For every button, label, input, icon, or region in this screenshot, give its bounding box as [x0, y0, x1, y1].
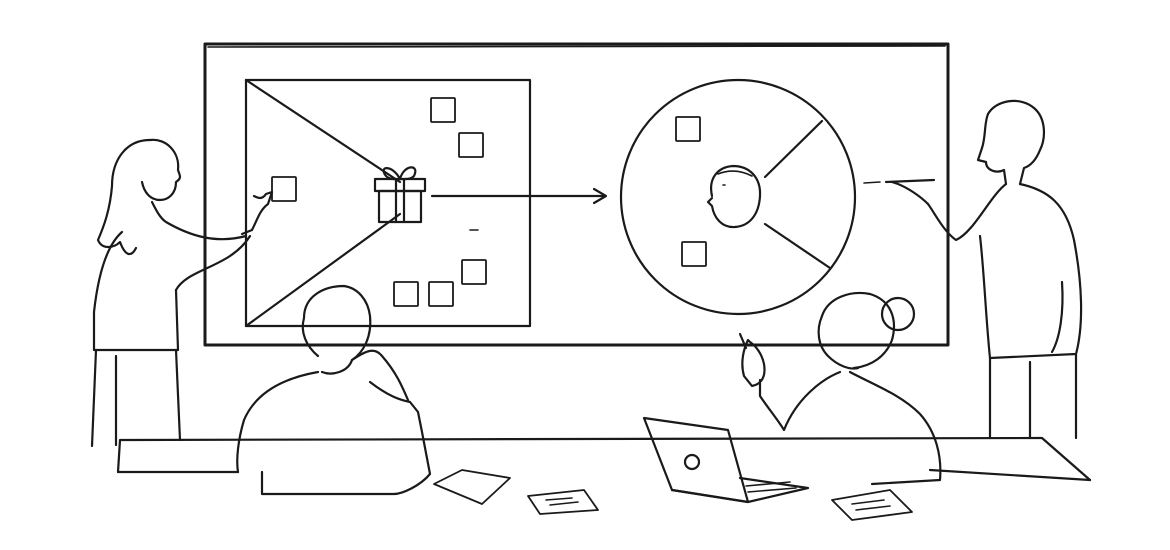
seated-man-figure	[236, 284, 432, 496]
gift-icon	[373, 166, 427, 224]
man-right-figure	[863, 99, 1083, 440]
sticky-note	[458, 132, 484, 158]
paper-sheet	[831, 489, 913, 521]
arrow-right-icon	[430, 187, 608, 205]
paper-sheet	[433, 469, 511, 505]
marker-pen	[884, 178, 936, 184]
person-head-icon	[706, 164, 762, 229]
sticky-note	[681, 241, 707, 267]
sticky-note	[271, 176, 297, 202]
marker-pen	[738, 332, 748, 350]
whiteboard	[203, 42, 950, 347]
seated-woman-figure	[738, 291, 942, 486]
papers-on-table	[433, 469, 913, 521]
paper-sheet	[527, 489, 599, 515]
sticky-note	[461, 259, 487, 285]
laptop-icon	[642, 416, 810, 504]
sticky-note	[430, 97, 456, 123]
customer-profile-circle	[619, 78, 857, 316]
left-canvas-panel	[244, 78, 532, 328]
sticky-note	[393, 281, 419, 307]
sticky-note	[675, 116, 701, 142]
woman-left-figure	[90, 138, 274, 448]
sticky-note	[428, 281, 454, 307]
table-surface	[116, 436, 1092, 482]
sticky-notes-left	[271, 97, 487, 307]
